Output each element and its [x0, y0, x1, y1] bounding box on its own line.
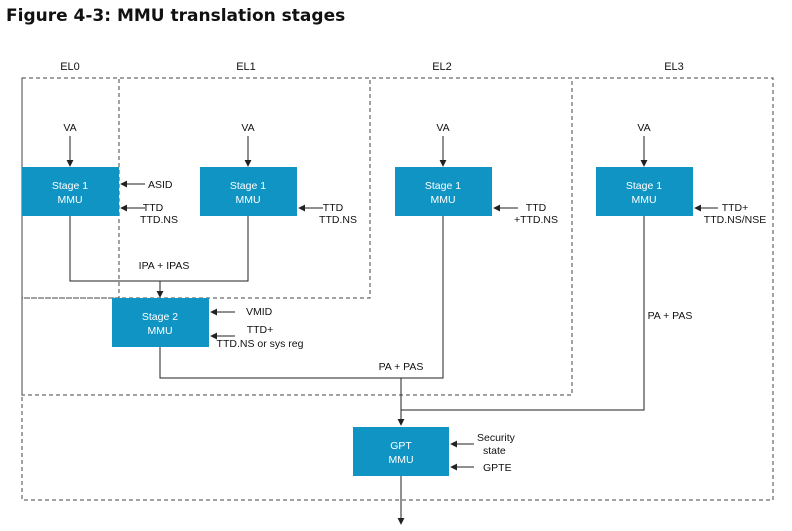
el1-ttd-ns-label: TTD.NS — [319, 214, 357, 226]
el0-label: EL0 — [60, 61, 80, 73]
el1-label: EL1 — [236, 61, 256, 73]
el2-label: EL2 — [432, 61, 452, 73]
ipa-merge-lines — [69, 216, 249, 282]
gpt-mmu-box — [353, 427, 449, 476]
gpt-line2: MMU — [388, 454, 413, 466]
el1-va-label: VA — [241, 122, 254, 134]
el1-stage1-line1: Stage 1 — [230, 180, 266, 192]
el2-pa-path — [401, 216, 444, 379]
el0-stage1-line2: MMU — [57, 194, 82, 206]
state-label: state — [483, 445, 506, 457]
el3-stage1-mmu-box — [596, 167, 693, 216]
el1-stage1-mmu-box — [200, 167, 297, 216]
stage2-ttd-plus-label: TTD+ — [247, 324, 274, 336]
el0-stage1-line1: Stage 1 — [52, 180, 88, 192]
el2-pa-pas-label: PA + PAS — [379, 361, 424, 373]
el3-pa-pas-label: PA + PAS — [648, 310, 693, 322]
el3-stage1-line1: Stage 1 — [626, 180, 662, 192]
figure-title: Figure 4-3: MMU translation stages — [6, 6, 346, 26]
el0-stage1-mmu-box — [22, 167, 119, 216]
stage2-line2: MMU — [147, 325, 172, 337]
el3-pa-path — [401, 216, 645, 411]
gpte-label: GPTE — [483, 462, 512, 474]
el2-stage1-mmu-box — [395, 167, 492, 216]
gpt-line1: GPT — [390, 440, 412, 452]
el2-ttd-label: TTD — [526, 202, 547, 214]
vmid-label: VMID — [246, 306, 273, 318]
ipa-ipas-label: IPA + IPAS — [139, 260, 190, 272]
el3-va-label: VA — [637, 122, 650, 134]
el0-ttd-ns-label: TTD.NS — [140, 214, 178, 226]
el2-stage1-line2: MMU — [430, 194, 455, 206]
stage2-ttd-ns-sysreg-label: TTD.NS or sys reg — [217, 338, 304, 350]
stage2-mmu-box — [112, 298, 209, 347]
asid-label: ASID — [148, 179, 173, 191]
el2-ttd-plus-ns-label: +TTD.NS — [514, 214, 558, 226]
el1-ttd-label: TTD — [323, 202, 344, 214]
el3-stage1-line2: MMU — [631, 194, 656, 206]
stage2-line1: Stage 2 — [142, 311, 178, 323]
el3-ttd-ns-nse-label: TTD.NS/NSE — [704, 214, 766, 226]
el2-stage1-line1: Stage 1 — [425, 180, 461, 192]
el3-ttd-plus-label: TTD+ — [722, 202, 749, 214]
el2-va-label: VA — [436, 122, 449, 134]
el1-stage1-line2: MMU — [235, 194, 260, 206]
el3-region — [21, 77, 774, 501]
el0-va-label: VA — [63, 122, 76, 134]
stage2-pa-path — [159, 347, 401, 379]
security-label: Security — [477, 432, 516, 444]
el3-label: EL3 — [664, 61, 684, 73]
el0-ttd-label: TTD — [143, 202, 164, 214]
